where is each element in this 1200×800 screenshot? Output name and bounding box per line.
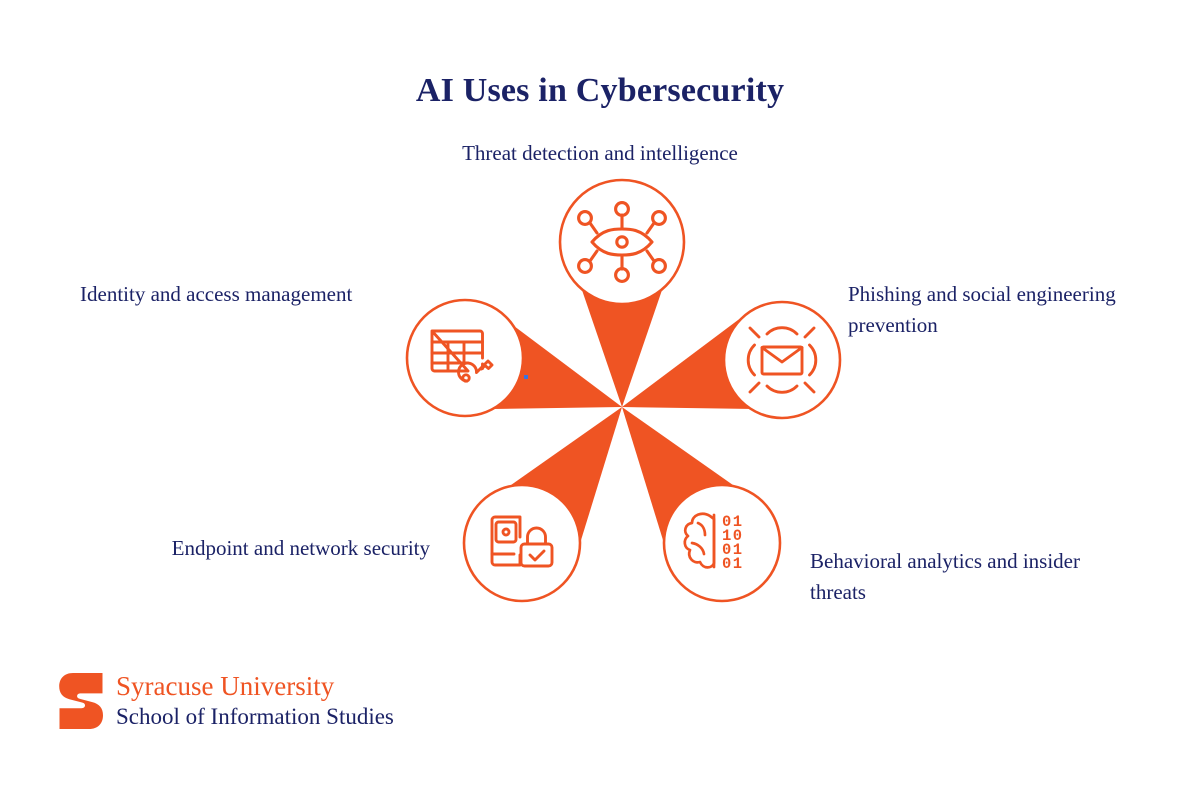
- label-identity-access-management: Identity and access management: [80, 282, 353, 306]
- node-behavioral-analytics[interactable]: [662, 483, 782, 603]
- node-endpoint-network-security[interactable]: [462, 483, 582, 603]
- node-circle-threat-detection[interactable]: [558, 178, 686, 306]
- node-circle-endpoint-network-security[interactable]: [462, 483, 582, 603]
- logo-primary-text: Syracuse University: [116, 671, 335, 701]
- node-circle-phishing-prevention[interactable]: [722, 300, 842, 420]
- stray-pixel-artifact: [524, 375, 528, 379]
- label-endpoint-network-security: Endpoint and network security: [171, 536, 430, 560]
- label-behavioral-analytics: Behavioral analytics and insider threats: [810, 549, 1080, 604]
- label-phishing-prevention: Phishing and social engineering preventi…: [848, 282, 1116, 337]
- label-threat-detection: Threat detection and intelligence: [462, 141, 738, 165]
- logo-secondary-text: School of Information Studies: [116, 704, 394, 729]
- node-identity-access-management[interactable]: [405, 298, 525, 418]
- syracuse-block-s-icon: [59, 673, 103, 729]
- syracuse-logo: Syracuse University School of Informatio…: [58, 671, 458, 733]
- node-threat-detection[interactable]: [558, 178, 686, 306]
- node-phishing-prevention[interactable]: [722, 300, 842, 420]
- page-title: AI Uses in Cybersecurity: [415, 72, 785, 109]
